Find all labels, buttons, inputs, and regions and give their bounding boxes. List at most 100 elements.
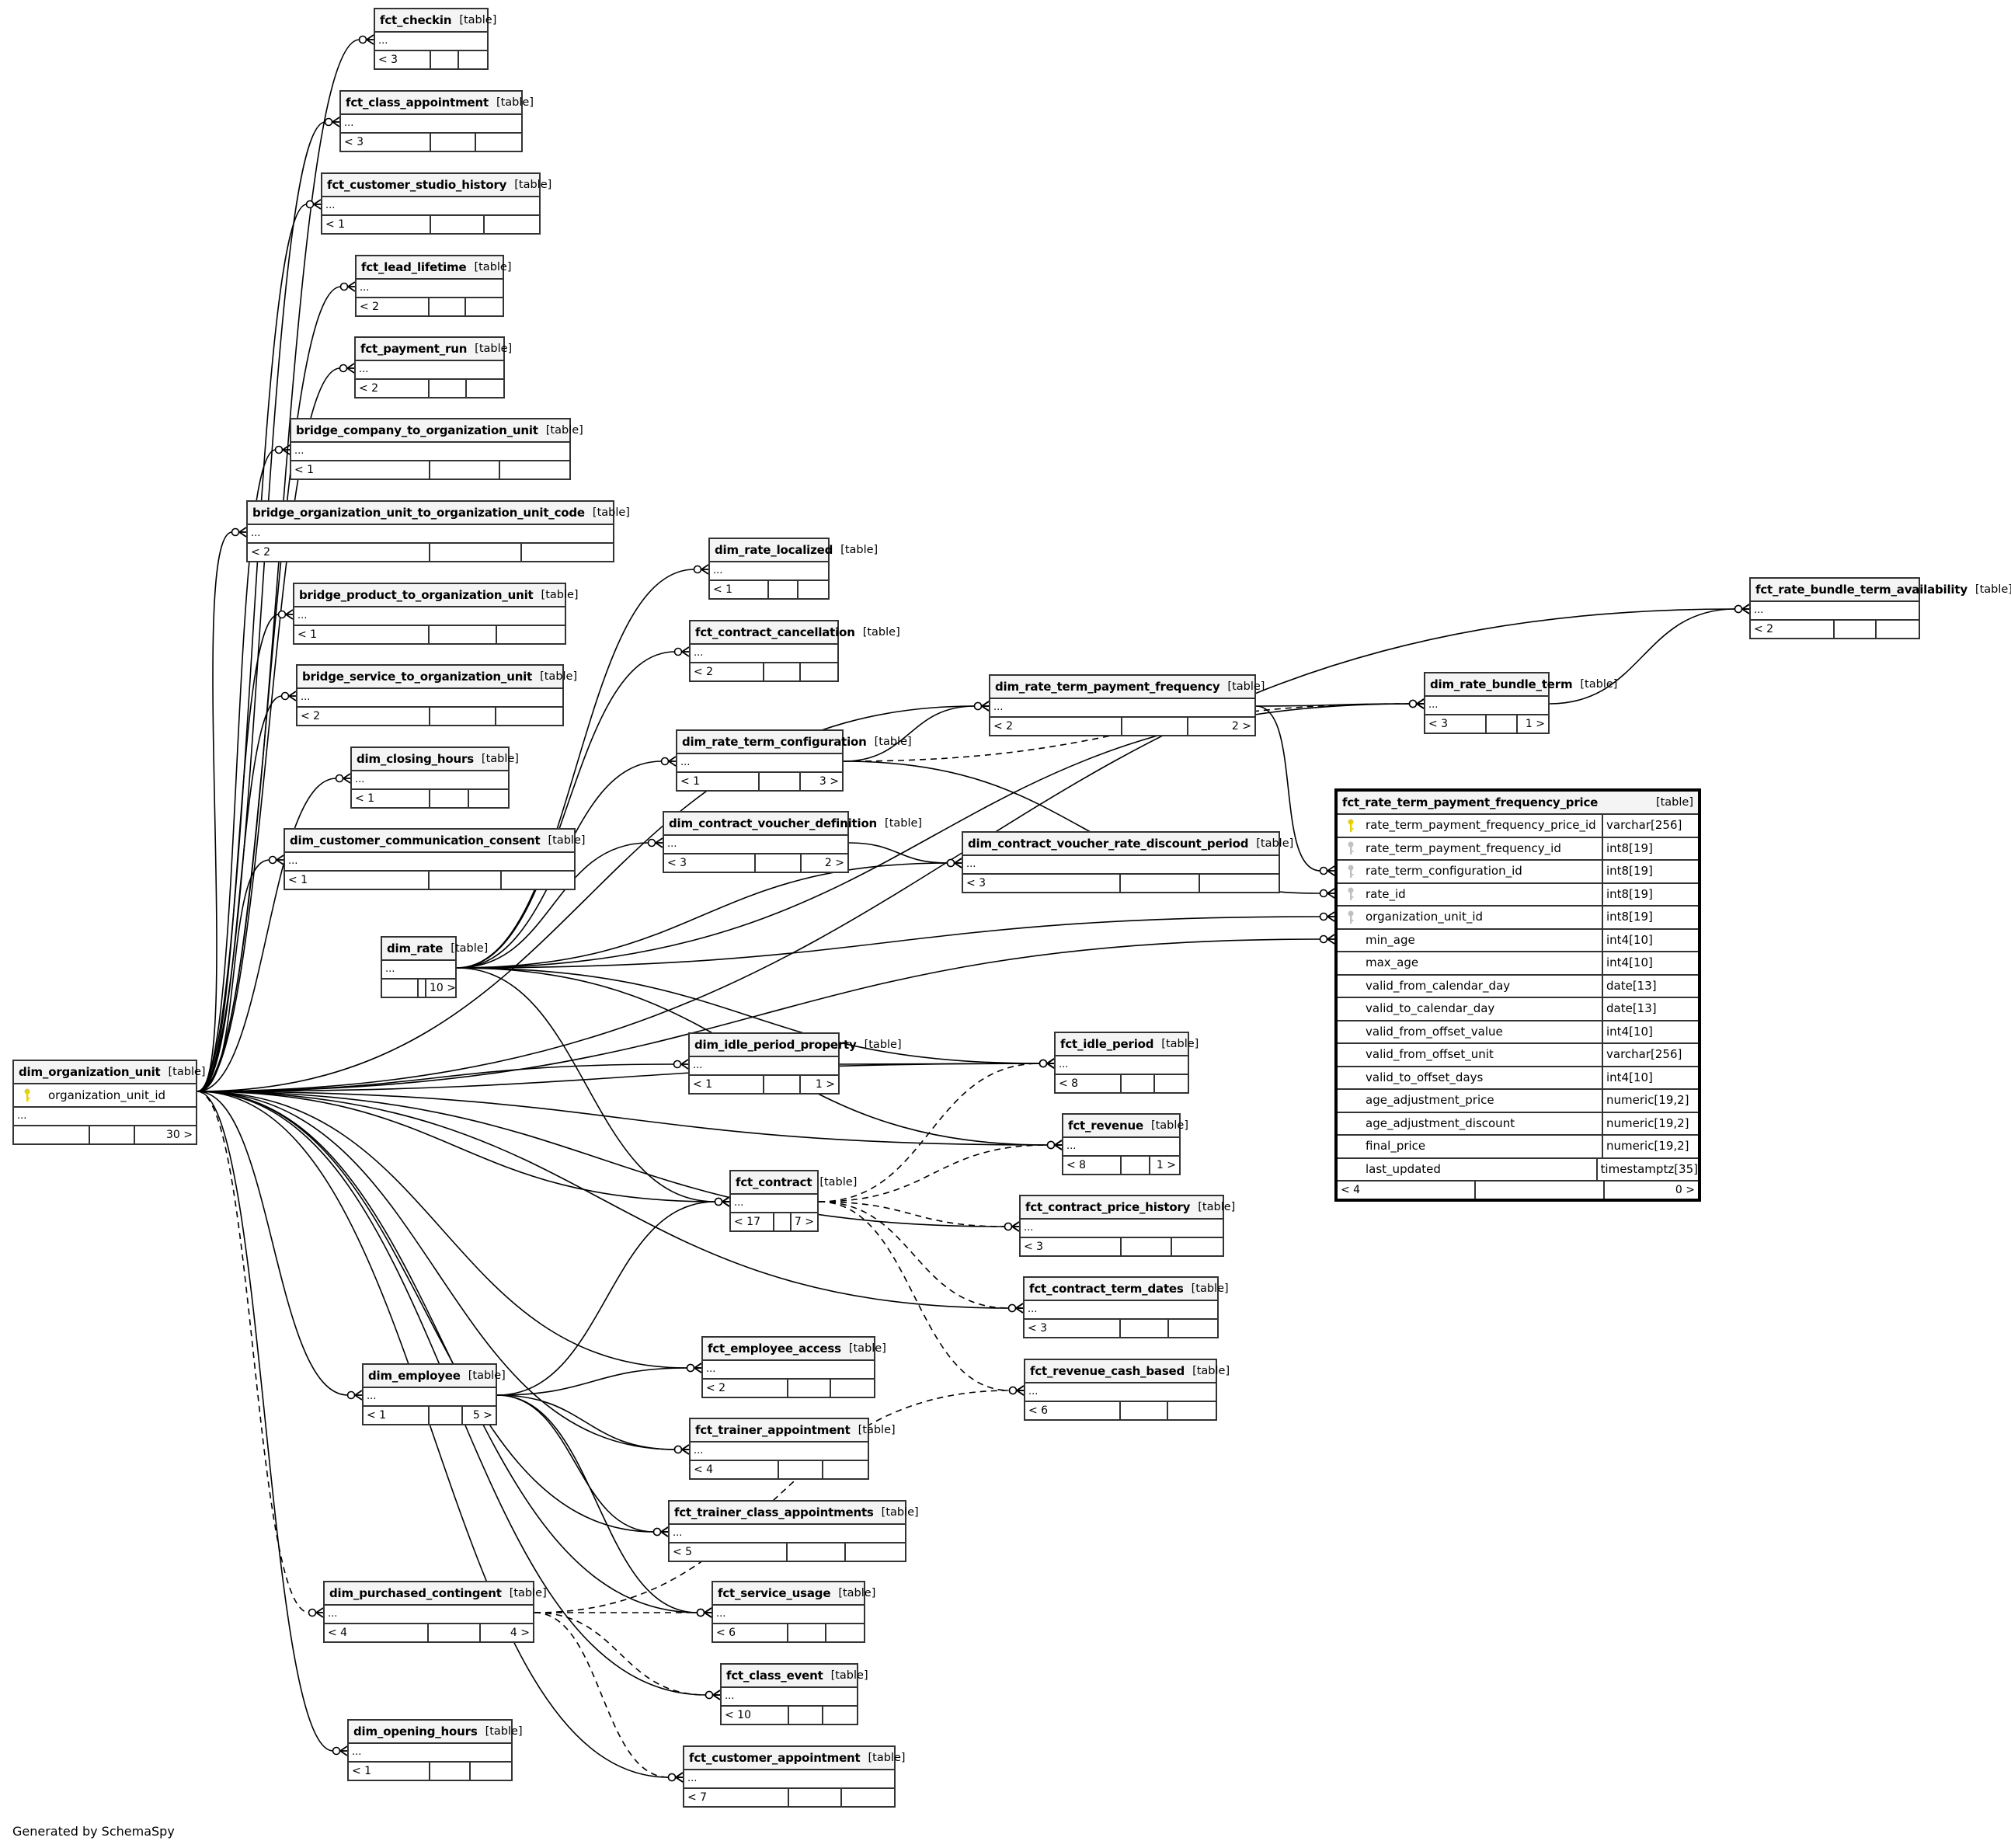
table-fct-contract[interactable]: fct_contract [table] ... < 17 7 > bbox=[729, 1170, 857, 1232]
parent-count[interactable]: < 2 bbox=[297, 708, 430, 725]
parent-count[interactable]: < 4 bbox=[325, 1624, 429, 1641]
table-fct-lead-lifetime[interactable]: fct_lead_lifetime [table] ... < 2 bbox=[355, 255, 512, 317]
child-count[interactable] bbox=[476, 134, 521, 151]
table-dim-rate[interactable]: dim_rate [table] ... 10 > bbox=[381, 936, 488, 998]
table-header[interactable]: dim_rate_term_payment_frequency [table] bbox=[990, 676, 1265, 699]
child-count[interactable] bbox=[798, 581, 828, 598]
table-header[interactable]: fct_customer_appointment [table] bbox=[684, 1747, 906, 1770]
child-count[interactable]: 0 > bbox=[1675, 1184, 1695, 1196]
parent-count[interactable]: < 3 bbox=[375, 51, 431, 68]
parent-count[interactable]: < 6 bbox=[1025, 1402, 1121, 1419]
column-row[interactable]: rate_term_payment_frequency_id int8[19] bbox=[1338, 837, 1698, 861]
child-count[interactable] bbox=[846, 1543, 905, 1561]
child-count[interactable]: 2 > bbox=[1231, 720, 1251, 733]
table-header[interactable]: fct_contract_term_dates [table] bbox=[1025, 1278, 1229, 1301]
column-row[interactable]: organization_unit_id bbox=[14, 1084, 196, 1108]
parent-count[interactable]: < 1 bbox=[677, 773, 760, 790]
parent-count[interactable]: < 2 bbox=[691, 663, 764, 680]
parent-count[interactable]: < 3 bbox=[341, 134, 431, 151]
table-header[interactable]: dim_contract_voucher_definition [table] bbox=[664, 813, 922, 836]
table-header[interactable]: dim_customer_communication_consent [tabl… bbox=[285, 830, 586, 853]
parent-count[interactable]: < 2 bbox=[703, 1380, 788, 1397]
table-bridge-service-to-organization-unit[interactable]: bridge_service_to_organization_unit [tab… bbox=[296, 664, 577, 726]
parent-count[interactable]: < 1 bbox=[294, 626, 430, 643]
table-fct-service-usage[interactable]: fct_service_usage [table] ... < 6 bbox=[712, 1581, 875, 1643]
table-fct-customer-appointment[interactable]: fct_customer_appointment [table] ... < 7 bbox=[683, 1745, 906, 1808]
parent-count[interactable]: < 1 bbox=[690, 1076, 764, 1093]
table-header[interactable]: fct_employee_access [table] bbox=[703, 1338, 886, 1361]
column-row[interactable]: valid_from_calendar_day date[13] bbox=[1338, 975, 1698, 998]
parent-count[interactable] bbox=[382, 980, 419, 997]
child-count[interactable] bbox=[1200, 875, 1279, 892]
child-count[interactable] bbox=[469, 790, 508, 807]
table-fct-contract-price-history[interactable]: fct_contract_price_history [table] ... <… bbox=[1019, 1195, 1235, 1257]
table-fct-employee-access[interactable]: fct_employee_access [table] ... < 2 bbox=[701, 1336, 886, 1398]
table-header[interactable]: fct_rate_bundle_term_availability [table… bbox=[1751, 579, 2011, 602]
table-fct-rate-bundle-term-availability[interactable]: fct_rate_bundle_term_availability [table… bbox=[1749, 577, 2011, 639]
table-header[interactable]: dim_rate_term_configuration [table] bbox=[677, 731, 912, 754]
parent-count[interactable]: < 3 bbox=[1025, 1320, 1121, 1337]
table-fct-revenue-cash-based[interactable]: fct_revenue_cash_based [table] ... < 6 bbox=[1024, 1359, 1230, 1421]
table-fct-contract-cancellation[interactable]: fct_contract_cancellation [table] ... < … bbox=[689, 620, 900, 682]
table-dim-rate-localized[interactable]: dim_rate_localized [table] ... < 1 bbox=[708, 538, 878, 600]
child-count[interactable]: 4 > bbox=[510, 1627, 530, 1639]
child-count[interactable]: 5 > bbox=[472, 1409, 492, 1422]
parent-count[interactable]: < 1 bbox=[322, 216, 431, 233]
table-header[interactable]: dim_employee [table] bbox=[364, 1365, 506, 1388]
table-header[interactable]: fct_contract_price_history [table] bbox=[1021, 1196, 1235, 1220]
table-header[interactable]: bridge_company_to_organization_unit [tab… bbox=[291, 419, 583, 443]
column-row[interactable]: min_age int4[10] bbox=[1338, 929, 1698, 952]
table-bridge-company-to-organization-unit[interactable]: bridge_company_to_organization_unit [tab… bbox=[290, 418, 583, 480]
child-count[interactable] bbox=[471, 1763, 511, 1780]
table-header[interactable]: fct_revenue_cash_based [table] bbox=[1025, 1360, 1230, 1383]
parent-count[interactable]: < 2 bbox=[990, 718, 1122, 735]
child-count[interactable] bbox=[1155, 1075, 1188, 1092]
table-header[interactable]: fct_trainer_class_appointments [table] bbox=[670, 1502, 919, 1525]
focus-table[interactable]: fct_rate_term_payment_frequency_price [t… bbox=[1334, 788, 1701, 1202]
child-count[interactable] bbox=[466, 298, 503, 315]
table-fct-payment-run[interactable]: fct_payment_run [table] ... < 2 bbox=[354, 336, 512, 398]
parent-count[interactable]: < 3 bbox=[1425, 715, 1487, 733]
parent-count[interactable]: < 2 bbox=[356, 380, 430, 397]
column-row[interactable]: rate_term_payment_frequency_price_id var… bbox=[1338, 815, 1698, 838]
column-row[interactable]: last_updated timestamptz[35] bbox=[1338, 1158, 1698, 1182]
parent-count[interactable]: < 2 bbox=[1751, 621, 1835, 638]
column-row[interactable]: age_adjustment_price numeric[19,2] bbox=[1338, 1090, 1698, 1113]
child-count[interactable]: 3 > bbox=[819, 775, 839, 788]
column-row[interactable]: rate_id int8[19] bbox=[1338, 883, 1698, 907]
parent-count[interactable]: < 8 bbox=[1063, 1157, 1122, 1174]
parent-count[interactable]: < 1 bbox=[349, 1763, 430, 1780]
child-count[interactable] bbox=[500, 461, 570, 479]
child-count[interactable] bbox=[831, 1380, 874, 1397]
table-header[interactable]: dim_organization_unit [table] bbox=[14, 1061, 206, 1084]
column-row[interactable]: valid_from_offset_value int4[10] bbox=[1338, 1021, 1698, 1044]
parent-count[interactable]: < 4 bbox=[1338, 1182, 1476, 1199]
table-dim-organization-unit[interactable]: dim_organization_unit [table] organizati… bbox=[12, 1060, 206, 1145]
table-fct-idle-period[interactable]: fct_idle_period [table] ... < 8 bbox=[1054, 1032, 1199, 1094]
table-dim-rate-term-payment-frequency[interactable]: dim_rate_term_payment_frequency [table] … bbox=[989, 674, 1265, 736]
table-dim-employee[interactable]: dim_employee [table] ... < 1 5 > bbox=[362, 1363, 506, 1425]
table-header[interactable]: fct_idle_period [table] bbox=[1056, 1033, 1199, 1056]
child-count[interactable] bbox=[823, 1707, 858, 1724]
table-bridge-product-to-organization-unit[interactable]: bridge_product_to_organization_unit [tab… bbox=[293, 583, 579, 645]
child-count[interactable]: 10 > bbox=[430, 982, 456, 994]
child-count[interactable] bbox=[502, 872, 574, 889]
table-header[interactable]: dim_opening_hours [table] bbox=[349, 1721, 523, 1744]
table-fct-trainer-appointment[interactable]: fct_trainer_appointment [table] ... < 4 bbox=[689, 1418, 896, 1480]
column-row[interactable]: valid_to_offset_days int4[10] bbox=[1338, 1067, 1698, 1090]
child-count[interactable] bbox=[1877, 621, 1919, 638]
parent-count[interactable]: < 7 bbox=[684, 1789, 789, 1806]
child-count[interactable] bbox=[496, 708, 562, 725]
table-fct-trainer-class-appointments[interactable]: fct_trainer_class_appointments [table] .… bbox=[668, 1500, 919, 1562]
child-count[interactable] bbox=[801, 663, 837, 680]
table-header[interactable]: fct_checkin [table] bbox=[375, 9, 496, 33]
table-bridge-organization-unit-to-organization-unit-code[interactable]: bridge_organization_unit_to_organization… bbox=[246, 500, 630, 562]
table-header[interactable]: fct_class_event [table] bbox=[722, 1665, 868, 1688]
table-dim-contract-voucher-rate-discount-period[interactable]: dim_contract_voucher_rate_discount_perio… bbox=[962, 831, 1293, 893]
table-header[interactable]: fct_class_appointment [table] bbox=[341, 92, 534, 115]
child-count[interactable]: 1 > bbox=[1156, 1159, 1176, 1171]
column-row[interactable]: valid_to_calendar_day date[13] bbox=[1338, 998, 1698, 1021]
parent-count[interactable]: < 1 bbox=[364, 1407, 430, 1424]
table-dim-rate-bundle-term[interactable]: dim_rate_bundle_term [table] ... < 3 1 > bbox=[1424, 672, 1617, 734]
table-header[interactable]: fct_customer_studio_history [table] bbox=[322, 174, 551, 197]
